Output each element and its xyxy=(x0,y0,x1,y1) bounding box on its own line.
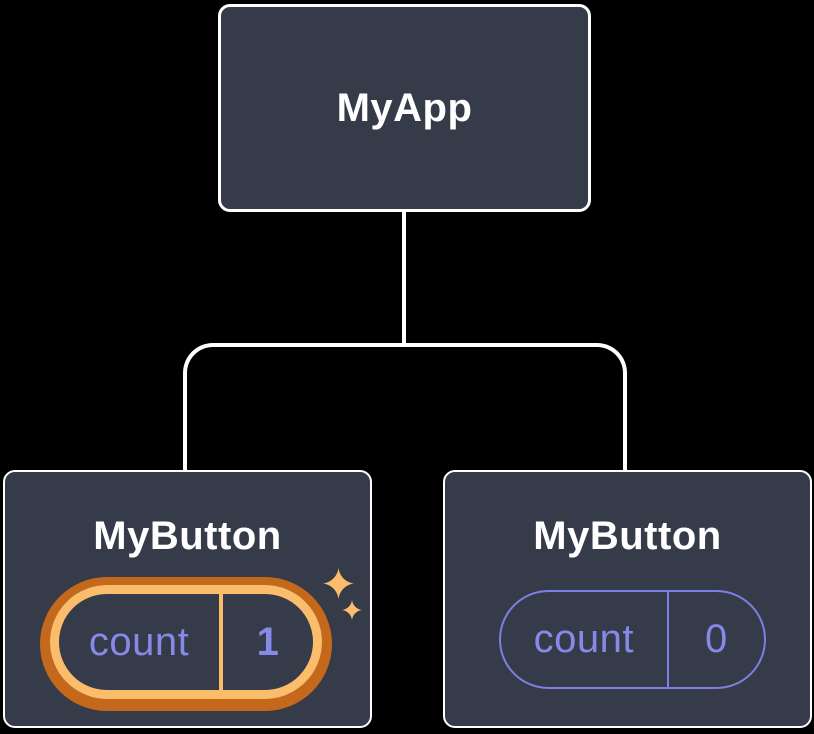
pill-divider xyxy=(666,592,669,687)
connector-stem xyxy=(402,211,406,345)
state-value-cell: 1 xyxy=(223,594,313,690)
state-name-cell: count xyxy=(59,594,219,690)
node-myapp-label: MyApp xyxy=(336,85,473,130)
node-mybutton-right-label: MyButton xyxy=(533,514,722,558)
connector-branch xyxy=(183,343,627,470)
sparkle-small-icon xyxy=(342,600,362,620)
node-mybutton-left-label: MyButton xyxy=(93,514,282,558)
sparkles-icon xyxy=(323,568,354,599)
state-pill-highlighted: count 1 xyxy=(50,585,322,699)
pill-divider xyxy=(219,594,224,690)
state-value: 1 xyxy=(256,619,280,664)
node-mybutton-right: MyButton count 0 xyxy=(443,470,812,728)
state-name: count xyxy=(88,619,190,664)
node-myapp: MyApp xyxy=(218,4,591,212)
state-name: count xyxy=(533,617,635,661)
state-value: 0 xyxy=(704,617,728,661)
node-mybutton-left: MyButton count 1 xyxy=(3,470,372,728)
state-name-cell: count xyxy=(501,592,667,687)
state-value-cell: 0 xyxy=(669,592,764,687)
state-pill: count 0 xyxy=(499,590,766,689)
